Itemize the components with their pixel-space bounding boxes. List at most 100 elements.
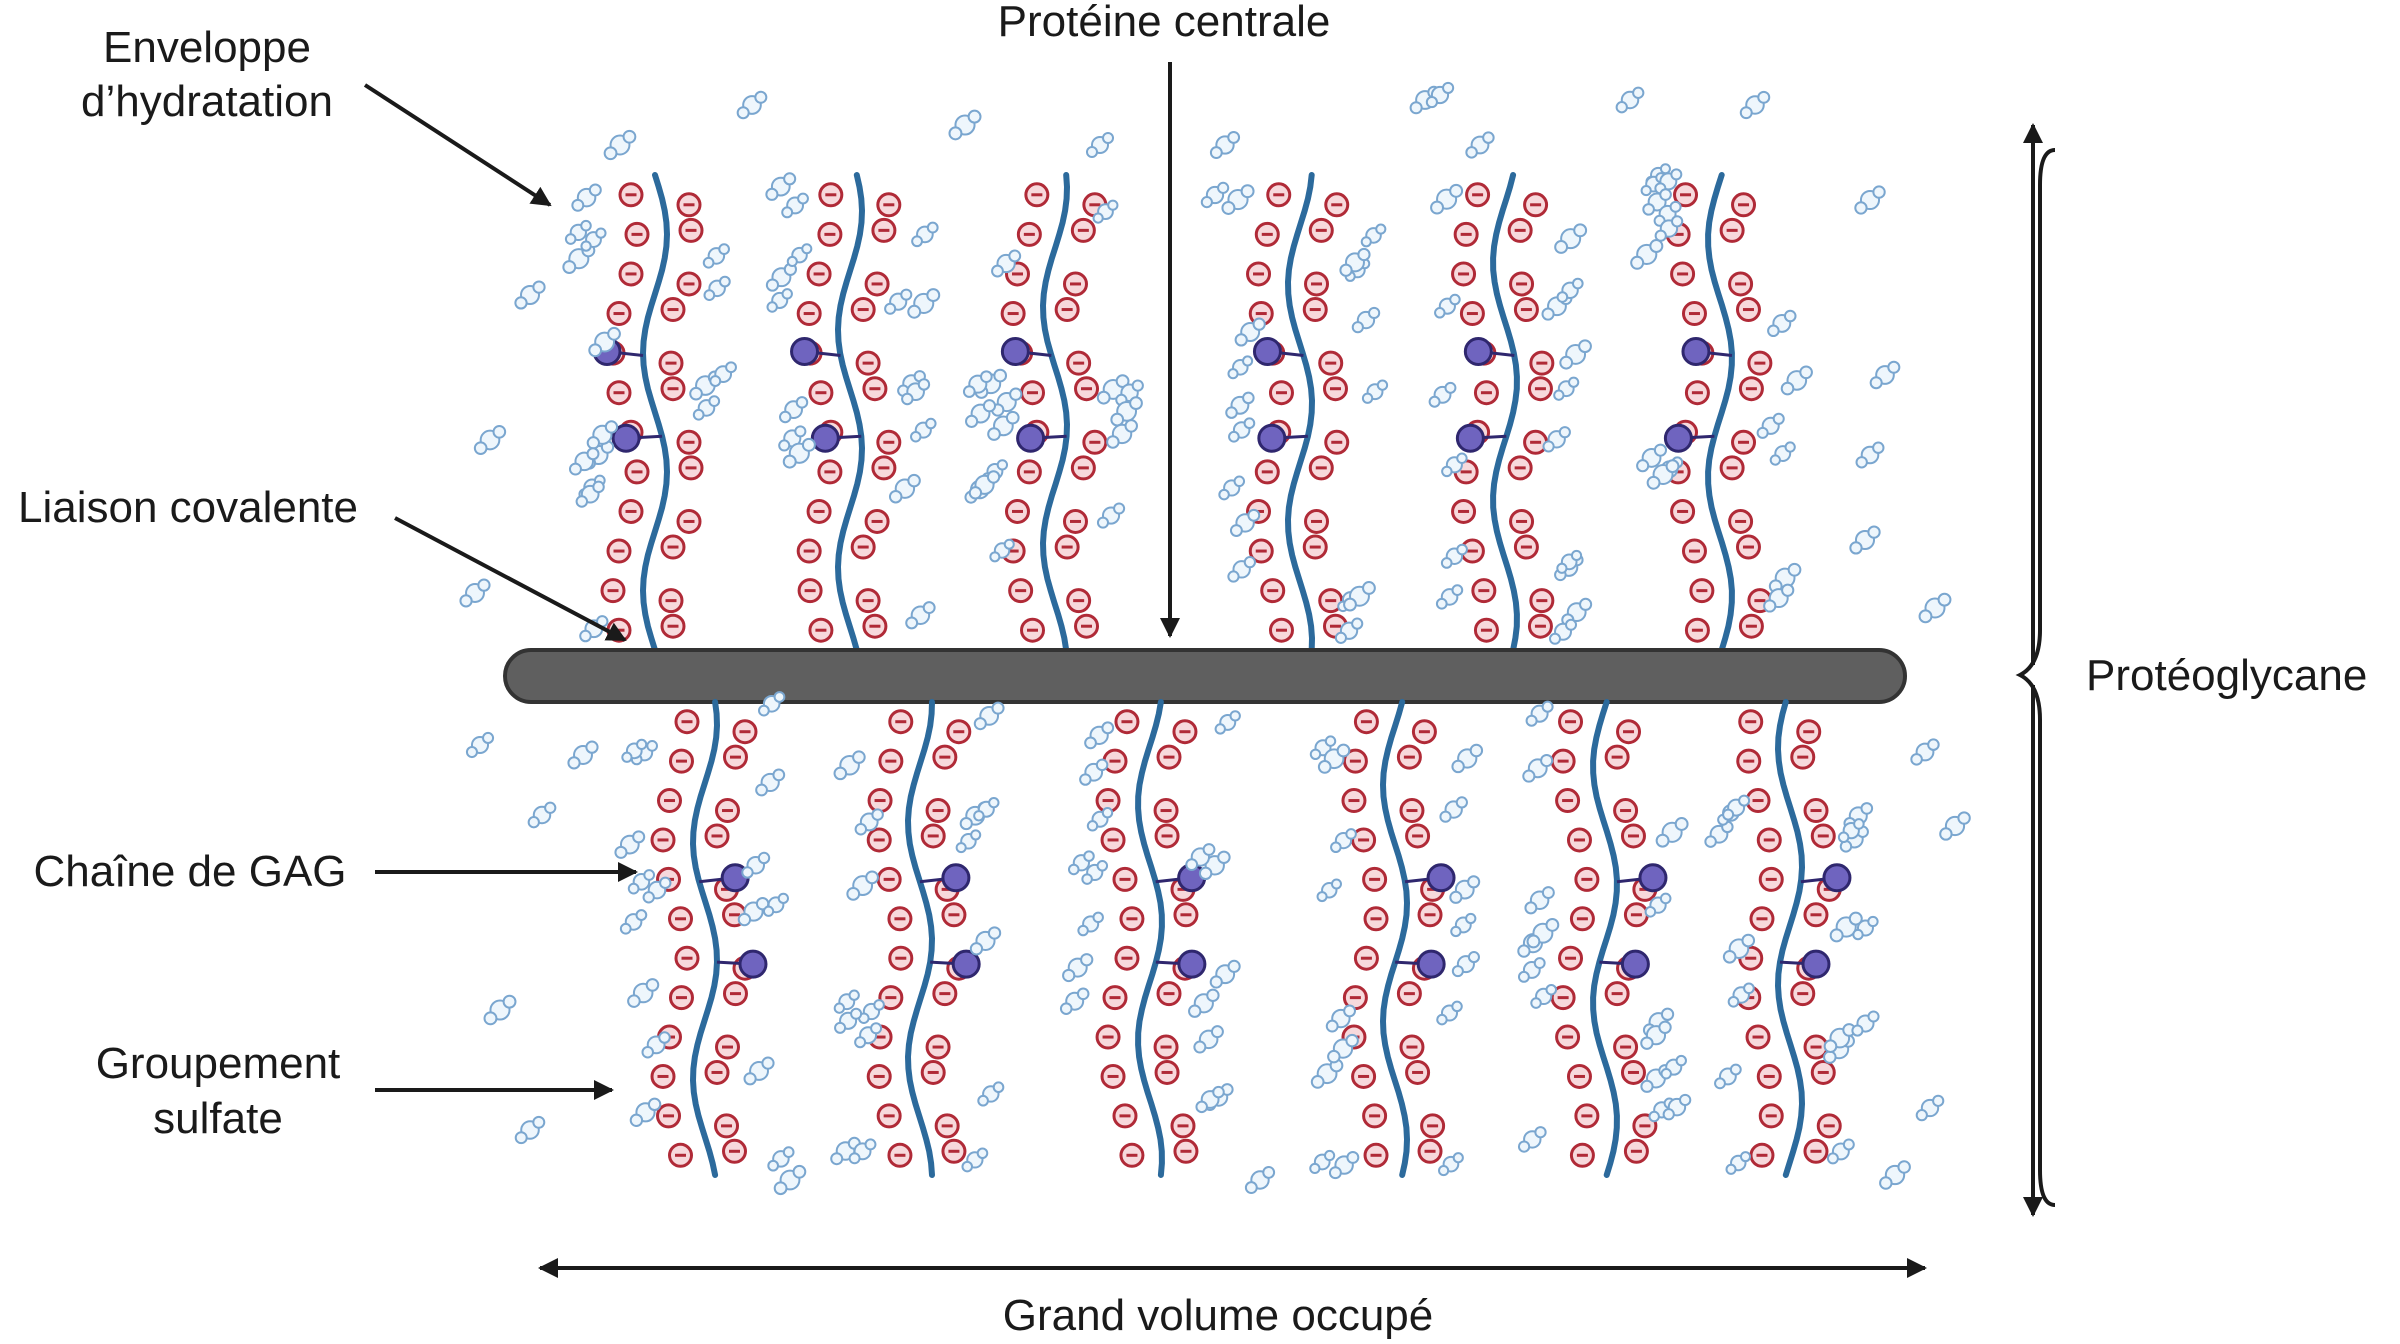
negative-charge-icon xyxy=(1509,508,1535,534)
water-molecule-icon xyxy=(948,109,982,141)
water-molecule-icon xyxy=(703,275,731,302)
gag-chain xyxy=(1704,699,1880,1178)
negative-charge-icon xyxy=(1399,798,1425,824)
negative-charge-icon xyxy=(1405,1059,1431,1085)
negative-charge-icon xyxy=(1719,455,1745,481)
water-molecule-icon xyxy=(1704,820,1734,848)
water-molecule-icon xyxy=(1081,860,1109,885)
sulfate-group-label-line2: sulfate xyxy=(153,1094,283,1143)
negative-charge-icon xyxy=(1689,578,1715,604)
water-molecule-icon xyxy=(989,538,1015,563)
negative-charge-icon xyxy=(660,297,686,323)
negative-charge-icon xyxy=(1810,1059,1836,1085)
negative-charge-icon xyxy=(618,182,644,208)
negative-charge-icon xyxy=(806,498,832,524)
sulfate-group-icon xyxy=(1599,949,1650,979)
negative-charge-icon xyxy=(658,350,684,376)
water-molecule-icon xyxy=(1439,796,1468,823)
negative-charge-icon xyxy=(797,578,823,604)
water-molecule-icon xyxy=(1465,131,1495,159)
negative-charge-icon xyxy=(1459,301,1485,327)
water-molecule-icon xyxy=(991,249,1022,278)
water-molecule-icon xyxy=(1062,953,1094,983)
water-molecule-icon xyxy=(773,1164,807,1196)
gag-chain xyxy=(1517,699,1692,1178)
negative-charge-icon xyxy=(1054,297,1080,323)
water-molecule-icon xyxy=(778,425,807,452)
large-volume-label: Grand volume occupé xyxy=(538,1258,1927,1340)
water-molecule-icon xyxy=(1200,181,1230,209)
water-molecule-icon xyxy=(1317,743,1351,774)
negative-charge-icon xyxy=(1555,1024,1581,1050)
negative-charge-icon xyxy=(1304,271,1330,297)
water-molecule-icon xyxy=(955,829,982,854)
negative-charge-icon xyxy=(732,719,758,745)
water-molecule-icon xyxy=(1549,618,1578,645)
sulfate-group-icon xyxy=(1404,863,1456,893)
water-molecule-icon xyxy=(1554,223,1588,254)
water-molecule-icon xyxy=(767,1146,795,1172)
negative-charge-icon xyxy=(1318,350,1344,376)
negative-charge-icon xyxy=(1254,459,1280,485)
negative-charge-icon xyxy=(1112,866,1138,892)
water-molecule-icon xyxy=(736,90,768,120)
water-molecule-icon xyxy=(1561,597,1593,627)
negative-charge-icon xyxy=(864,508,890,534)
negative-charge-icon xyxy=(1803,1138,1829,1164)
sulfate-group-label-line1: Groupement xyxy=(96,1039,341,1088)
water-molecule-icon xyxy=(1769,441,1796,466)
lower-gag-chains xyxy=(614,691,1880,1180)
negative-charge-icon xyxy=(941,902,967,928)
negative-charge-icon xyxy=(806,261,832,287)
negative-charge-icon xyxy=(1156,981,1182,1007)
gag-chain xyxy=(962,172,1144,653)
negative-charge-icon xyxy=(920,1059,946,1085)
water-molecule-icon xyxy=(1234,317,1266,347)
negative-charge-icon xyxy=(704,823,730,849)
water-molecule-icon xyxy=(567,740,599,770)
water-molecule-icon xyxy=(621,738,648,763)
water-molecule-icon xyxy=(977,1081,1005,1107)
water-molecule-icon xyxy=(1780,365,1813,396)
negative-charge-icon xyxy=(1153,1034,1179,1060)
negative-charge-icon xyxy=(1527,613,1553,639)
gag-chain xyxy=(562,172,737,653)
negative-charge-icon xyxy=(1399,1034,1425,1060)
negative-charge-icon xyxy=(660,376,686,402)
negative-charge-icon xyxy=(1728,508,1754,534)
water-molecule-icon xyxy=(702,243,730,269)
water-molecule-icon xyxy=(781,192,809,219)
negative-charge-icon xyxy=(1681,301,1707,327)
water-molecule-icon xyxy=(1727,982,1755,1008)
negative-charge-icon xyxy=(1745,1024,1771,1050)
water-molecule-icon xyxy=(1559,339,1592,370)
water-molecule-icon xyxy=(1756,412,1785,439)
negative-charge-icon xyxy=(1736,748,1762,774)
negative-charge-icon xyxy=(1550,748,1576,774)
water-molecule-icon xyxy=(1185,843,1216,872)
negative-charge-icon xyxy=(1004,498,1030,524)
proteoglycan-bracket: Protéoglycane xyxy=(2015,123,2367,1217)
water-molecule-icon xyxy=(465,731,495,759)
hydration-shell-label: Enveloppe d’hydratation xyxy=(81,23,552,207)
negative-charge-icon xyxy=(1569,1142,1595,1168)
negative-charge-icon xyxy=(1070,455,1096,481)
water-molecule-icon xyxy=(1630,239,1664,270)
negative-charge-icon xyxy=(1673,182,1699,208)
negative-charge-icon xyxy=(1473,380,1499,406)
water-molecule-icon xyxy=(786,243,813,267)
water-molecule-icon xyxy=(1085,131,1115,159)
negative-charge-icon xyxy=(818,182,844,208)
water-molecule-icon xyxy=(568,447,600,476)
sulfate-group-icon xyxy=(790,337,841,366)
water-molecule-icon xyxy=(1209,959,1241,989)
water-molecule-icon xyxy=(1330,828,1357,854)
negative-charge-icon xyxy=(1353,945,1379,971)
water-molecule-icon xyxy=(1450,912,1477,938)
negative-charge-icon xyxy=(668,906,694,932)
negative-charge-icon xyxy=(808,617,834,643)
water-molecule-icon xyxy=(1636,443,1668,473)
core-protein-label-text: Protéine centrale xyxy=(998,0,1331,46)
negative-charge-icon xyxy=(1756,1063,1782,1089)
sulfate-group-icon xyxy=(1681,337,1733,366)
